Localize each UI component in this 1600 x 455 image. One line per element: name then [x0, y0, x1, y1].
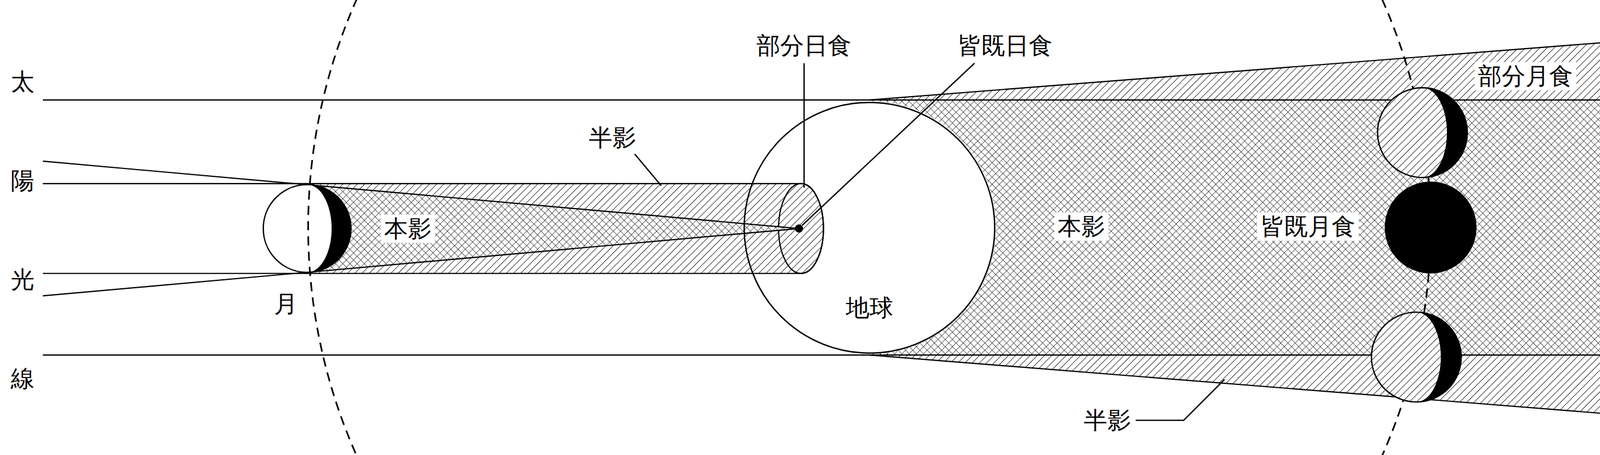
moon-dark-side — [1416, 311, 1462, 402]
partial-lunar-eclipse-label: 部分月食 — [1474, 62, 1577, 91]
penumbra-label: 半影 — [1080, 406, 1135, 435]
moon-umbra-ground — [306, 184, 799, 273]
umbra-label: 本影 — [380, 214, 436, 243]
moon-penumbra-ground — [306, 183, 824, 274]
leader-line — [802, 63, 975, 226]
sunlight-label: 太陽光線 — [10, 32, 35, 428]
partial-solar-eclipse-label: 部分日食 — [753, 31, 855, 60]
penumbra-label: 半影 — [585, 123, 640, 152]
moon-dark-side — [307, 184, 352, 273]
penumbra-edge — [869, 354, 1600, 413]
sun-ray — [42, 183, 307, 185]
moon-penumbra — [306, 183, 824, 274]
moon-orbit — [307, 0, 1431, 455]
leader-line — [634, 154, 662, 186]
sun-ray — [42, 99, 1600, 101]
node-label: 地球 — [845, 293, 894, 323]
moon — [1371, 311, 1462, 402]
moon-shade — [1377, 87, 1468, 178]
sun-ray — [42, 354, 1600, 356]
moon-umbra — [306, 184, 799, 273]
moon-dark-side — [1422, 87, 1468, 178]
umbra-label: 本影 — [1054, 212, 1109, 241]
eclipsed-moon — [1384, 181, 1477, 273]
total-solar-eclipse-label: 皆既日食 — [954, 31, 1056, 60]
moon-shade — [1371, 311, 1462, 402]
moon-outline — [1371, 311, 1462, 402]
moon-outline — [1377, 87, 1468, 178]
umbra-spot — [794, 224, 803, 233]
moon — [263, 184, 351, 273]
earth-circle: 地球 — [742, 101, 997, 355]
leader-line — [1135, 379, 1225, 420]
leader-line — [803, 63, 805, 188]
total-lunar-eclipse-label: 皆既月食 — [1257, 212, 1359, 241]
moon — [1377, 87, 1468, 178]
earth-outline — [744, 102, 995, 353]
sun-ray — [42, 272, 307, 275]
moon-label: 月 — [270, 289, 302, 319]
